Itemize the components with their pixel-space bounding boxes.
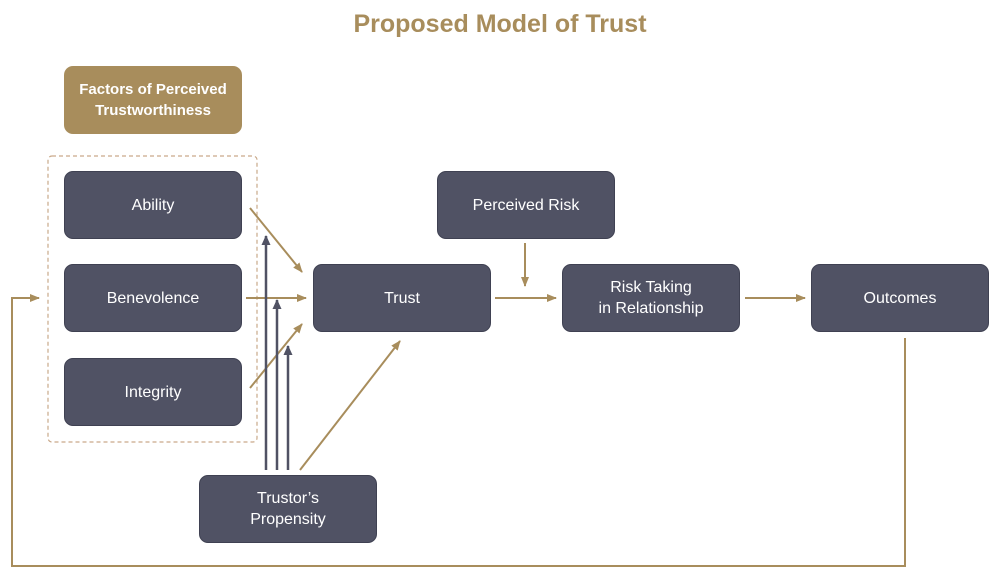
edge-ability-trust: [249, 207, 303, 273]
trustors-propensity-box: Trustor’s Propensity: [199, 475, 377, 543]
risk-taking-box: Risk Taking in Relationship: [562, 264, 740, 332]
page-title: Proposed Model of Trust: [353, 10, 647, 38]
integrity-box: Integrity: [64, 358, 242, 426]
edge-outcomes-feedback: [11, 294, 906, 567]
outcomes-box: Outcomes: [811, 264, 989, 332]
trust-box: Trust: [313, 264, 491, 332]
perceived-risk-box: Perceived Risk: [437, 171, 615, 239]
factors-trustworthiness-label: Factors of Perceived Trustworthiness: [64, 66, 242, 134]
edge-propensity-trust: [299, 340, 401, 471]
ability-box: Ability: [64, 171, 242, 239]
benevolence-box: Benevolence: [64, 264, 242, 332]
